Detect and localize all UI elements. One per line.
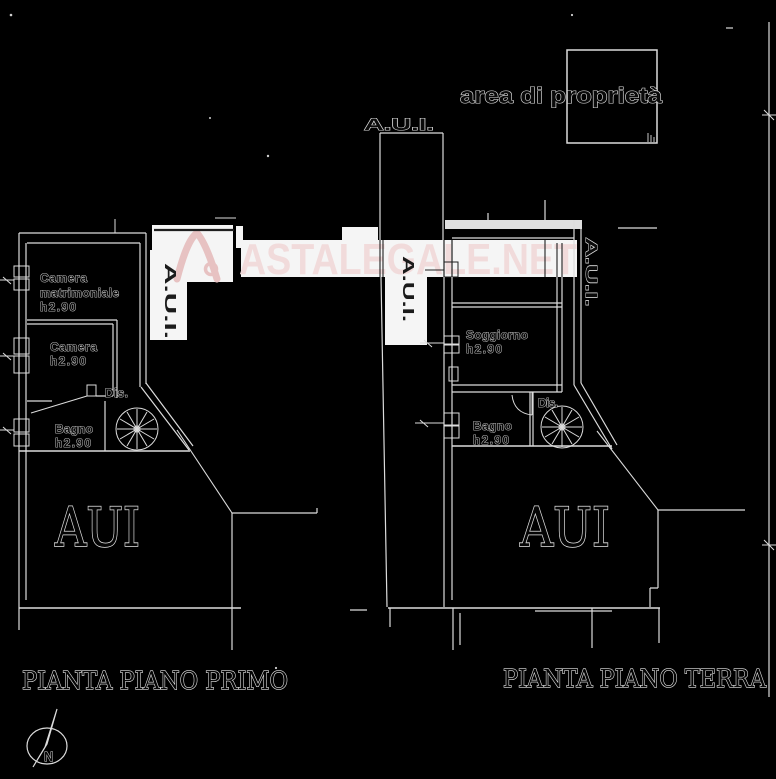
- aui-corridor-lines: [379, 132, 444, 627]
- boundary-label-aui-right: A.U.I.: [582, 238, 599, 307]
- corridor-label-aui-top: A.U.I.: [364, 115, 434, 134]
- astalegale-logo-icon: [173, 229, 221, 283]
- north-compass-icon: [26, 708, 68, 768]
- first-floor-plan-title: PIANTA PIANO PRIMO: [22, 667, 288, 695]
- property-area-label: area di proprietà: [460, 83, 663, 108]
- room-label: Bagno: [55, 422, 93, 436]
- boundary-label-aui-center: A.U.I.: [399, 256, 416, 322]
- room-height-label: h2.90: [50, 354, 86, 368]
- boundary-label-aui-left: A.U.I.: [161, 263, 178, 339]
- room-label: Soggiorno: [466, 328, 528, 342]
- room-height-label: h2.90: [40, 300, 76, 314]
- first-floor-room-labels: Camera matrimoniale h2.90 Camera h2.90 D…: [40, 271, 141, 560]
- room-label: matrimoniale: [40, 286, 119, 300]
- room-height-label: h2.90: [55, 436, 91, 450]
- room-height-label: h2.90: [473, 433, 509, 447]
- band-dark-lines: [154, 228, 563, 278]
- open-area-label-aui: AUI: [519, 496, 610, 559]
- compass-north-label: N: [44, 749, 53, 764]
- page-border-lines: [726, 22, 776, 697]
- first-floor-stair-icon: [115, 407, 159, 451]
- room-label: Bagno: [473, 419, 512, 433]
- room-label: Dis.: [105, 386, 128, 400]
- room-label: Camera: [50, 340, 97, 354]
- ground-floor-plan-title: PIANTA PIANO TERRA: [503, 665, 767, 693]
- room-height-label: h2.90: [466, 342, 502, 356]
- open-area-label-aui: AUI: [54, 496, 140, 559]
- first-floor-plan-walls: [0, 217, 367, 650]
- room-label: Dis.: [538, 396, 558, 410]
- property-area-box: [566, 49, 658, 144]
- scan-specks: [9, 13, 574, 670]
- watermark-brand-text: ASTALEGALE.NET: [239, 235, 577, 284]
- room-label: Camera: [40, 271, 87, 285]
- ground-floor-stair-icon: [540, 405, 584, 449]
- ground-floor-plan-walls: [388, 200, 745, 650]
- ground-floor-room-labels: Soggiorno h2.90 Bagno h2.90 Dis. AUI: [466, 328, 611, 560]
